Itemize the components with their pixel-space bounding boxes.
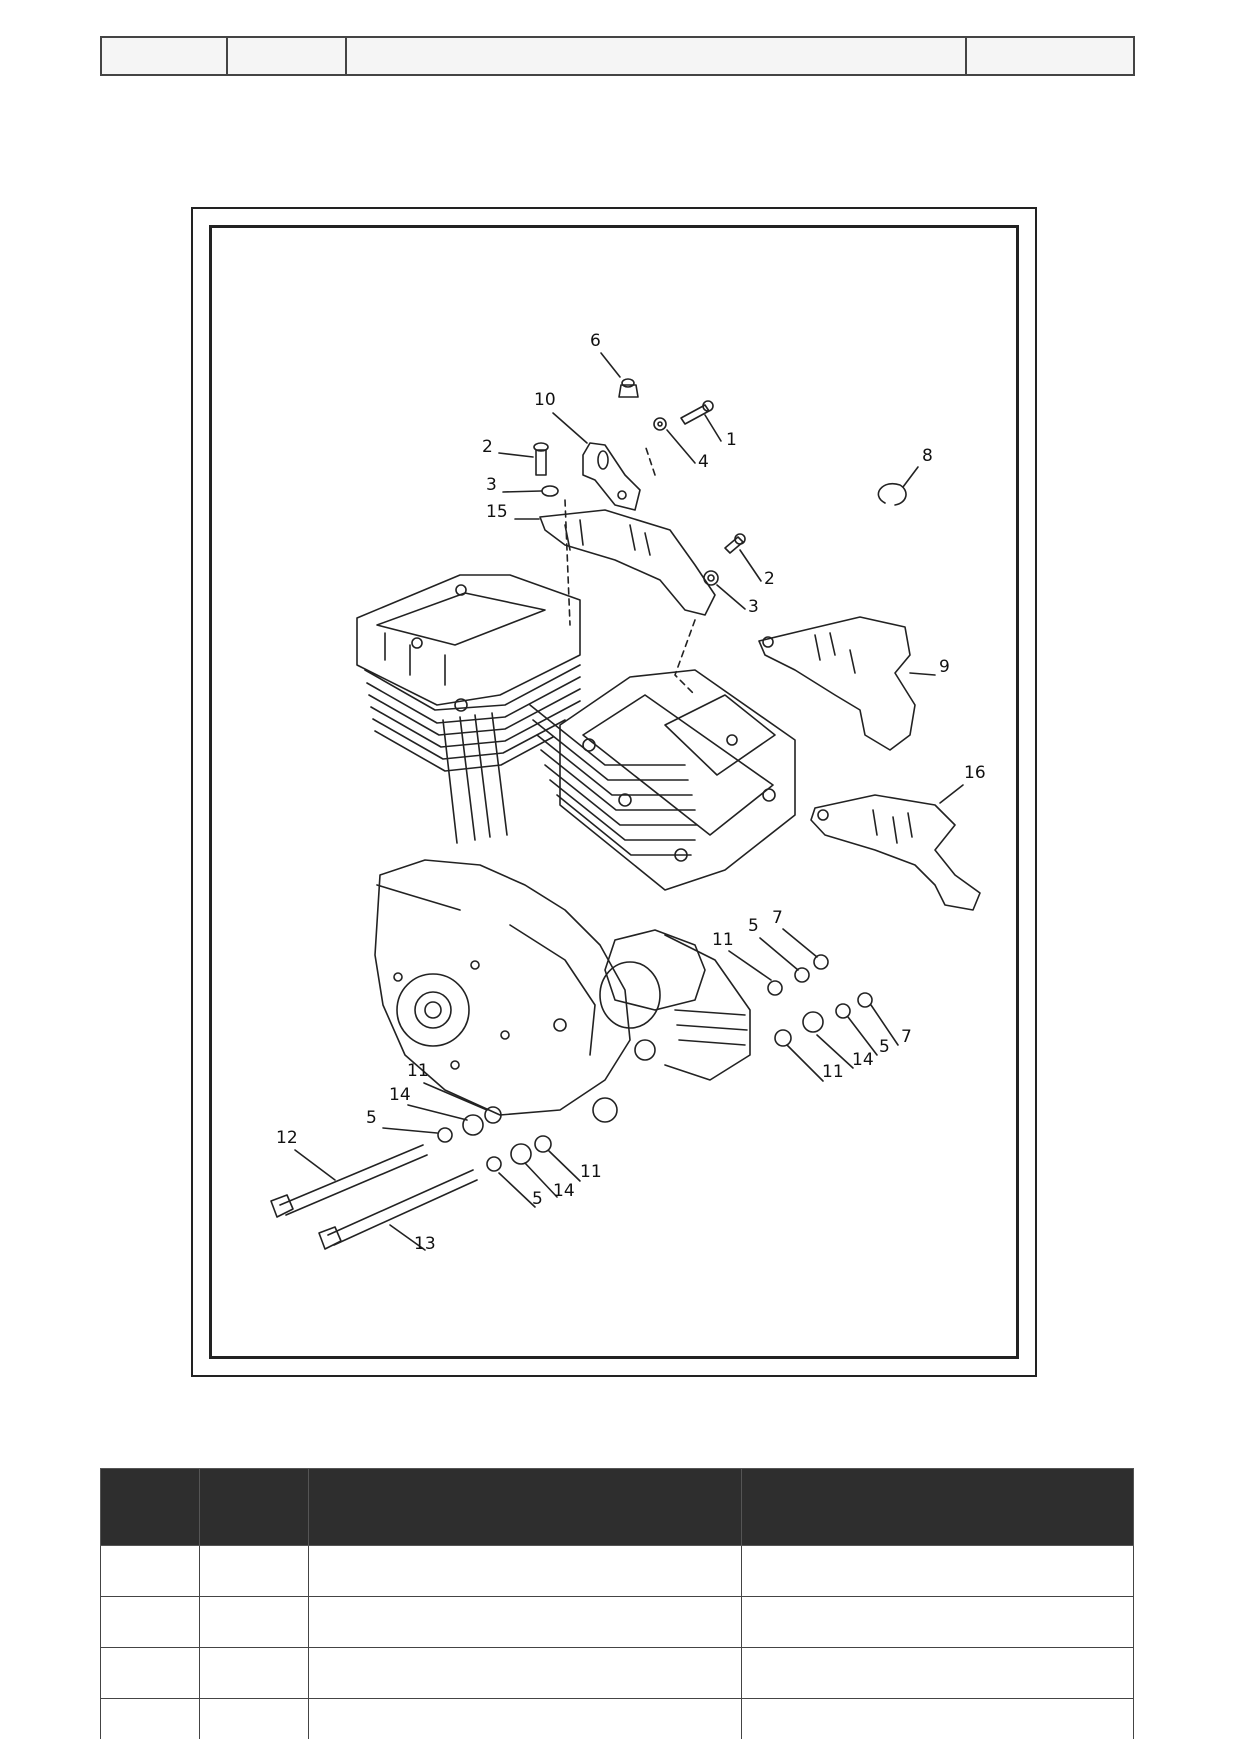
part-callout-label: 15 <box>486 502 508 522</box>
header-table <box>100 36 1135 76</box>
column-header <box>741 1468 1134 1546</box>
part-callout-label: 11 <box>407 1061 429 1081</box>
part-callout-label: 14 <box>852 1050 874 1070</box>
table-cell <box>199 1698 309 1739</box>
part-callout-label: 5 <box>879 1037 890 1057</box>
engine-illustration <box>270 352 981 1251</box>
table-row <box>100 1647 1134 1699</box>
column-header <box>199 1468 309 1546</box>
part-callout-label: 5 <box>366 1108 377 1128</box>
part-callout-label: 5 <box>748 916 759 936</box>
table-row <box>100 1545 1134 1597</box>
part-callout-label: 14 <box>553 1181 575 1201</box>
header-cell <box>345 36 967 76</box>
header-cell <box>100 36 228 76</box>
table-cell <box>308 1545 742 1597</box>
part-callout-label: 13 <box>414 1234 436 1254</box>
part-callout-label: 16 <box>964 763 986 783</box>
table-cell <box>308 1698 742 1739</box>
table-row <box>100 1698 1134 1739</box>
table-cell <box>199 1647 309 1699</box>
table-row <box>100 1596 1134 1648</box>
part-callout-label: 11 <box>580 1162 602 1182</box>
table-cell <box>199 1545 309 1597</box>
part-callout-label: 10 <box>534 390 556 410</box>
part-callout-label: 9 <box>939 657 950 677</box>
part-callout-label: 5 <box>532 1189 543 1209</box>
header-cell <box>226 36 347 76</box>
table-cell <box>100 1596 200 1648</box>
table-cell <box>100 1647 200 1699</box>
part-callout-label: 12 <box>276 1128 298 1148</box>
header-row <box>100 36 1135 76</box>
table-cell <box>100 1698 200 1739</box>
column-header <box>100 1468 200 1546</box>
table-cell <box>741 1596 1134 1648</box>
parts-table-header-row <box>100 1468 1134 1546</box>
table-cell <box>741 1647 1134 1699</box>
part-callout-label: 3 <box>486 475 497 495</box>
parts-table <box>100 1468 1134 1739</box>
part-callout-label: 2 <box>482 437 493 457</box>
table-cell <box>199 1596 309 1648</box>
part-callout-label: 7 <box>772 908 783 928</box>
part-callout-label: 2 <box>764 569 775 589</box>
part-callout-label: 11 <box>712 930 734 950</box>
part-callout-label: 4 <box>698 452 709 472</box>
table-cell <box>741 1545 1134 1597</box>
part-callout-label: 11 <box>822 1062 844 1082</box>
part-callout-label: 8 <box>922 446 933 466</box>
part-callout-label: 14 <box>389 1085 411 1105</box>
part-callout-label: 6 <box>590 331 601 351</box>
part-callout-label: 7 <box>901 1027 912 1047</box>
part-callout-label: 3 <box>748 597 759 617</box>
table-cell <box>741 1698 1134 1739</box>
part-callout-label: 1 <box>726 430 737 450</box>
header-cell <box>965 36 1135 76</box>
table-cell <box>308 1647 742 1699</box>
column-header <box>308 1468 742 1546</box>
table-cell <box>100 1545 200 1597</box>
table-cell <box>308 1596 742 1648</box>
